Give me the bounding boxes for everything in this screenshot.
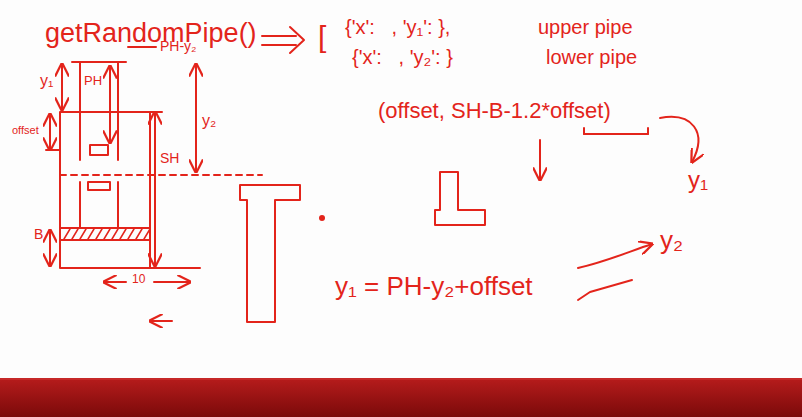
handwritten-label: y₁ = PH-y₂+offset — [335, 272, 533, 302]
hatch-line — [72, 229, 78, 239]
footer-edge — [0, 378, 802, 380]
implies-arrow — [290, 27, 304, 53]
hatch-line — [136, 229, 142, 239]
handwritten-label: {'x': , 'y₂': } — [352, 46, 453, 69]
handwritten-label: {'x': , 'y₁': }, — [345, 16, 450, 39]
lower-pipe-wall — [117, 182, 119, 228]
dimension-arrow — [109, 66, 111, 143]
footer-band — [0, 378, 802, 417]
dimension-arrow — [49, 114, 51, 150]
handwritten-label: PH — [84, 74, 102, 89]
handwritten-label: y₂ — [660, 226, 683, 256]
upper-pipe-wall — [79, 62, 81, 160]
lower-pipe-wall — [79, 182, 81, 228]
handwritten-label: (offset, SH-B-1.2*offset) — [378, 98, 611, 123]
dimension-arrow — [154, 112, 156, 266]
base-band — [60, 228, 150, 240]
implies-arrow — [262, 35, 296, 37]
tick — [150, 111, 162, 113]
dimension-arrow — [195, 64, 197, 172]
tick — [46, 149, 60, 151]
hatch-line — [112, 229, 118, 239]
dashed-line — [60, 174, 262, 176]
bottom-line — [150, 267, 200, 269]
handwritten-label: lower pipe — [546, 46, 637, 69]
pipe-cap — [88, 182, 110, 190]
hatch-line — [144, 229, 150, 239]
pointer-arrow — [660, 117, 698, 162]
hatch-line — [128, 229, 134, 239]
lower-pipe-shape — [435, 172, 485, 225]
handwritten-label: [ — [318, 20, 326, 55]
handwritten-label: PH-y₂ — [160, 38, 197, 54]
dimension-arrow — [49, 230, 51, 266]
pointer-arrow — [578, 244, 652, 268]
handwritten-label: y₂ — [202, 112, 216, 130]
screen-outline — [60, 112, 150, 268]
hatch-line — [88, 229, 94, 239]
move-arrow — [150, 320, 172, 322]
dimension-arrow — [154, 281, 190, 283]
upper-pipe-shape — [240, 185, 300, 322]
pointer-arrow — [539, 140, 541, 180]
dimension-arrow — [61, 64, 63, 110]
handwritten-label: SH — [160, 150, 179, 166]
ink-dot — [319, 215, 325, 221]
handwritten-label: B — [34, 226, 43, 242]
hatch-line — [104, 229, 110, 239]
pipe-cap — [90, 145, 108, 155]
underline — [584, 133, 648, 135]
dimension-arrow — [104, 281, 126, 283]
handwritten-label: 10 — [132, 273, 145, 287]
hatch-line — [64, 229, 70, 239]
hatch-line — [96, 229, 102, 239]
handwritten-label: y₁ — [688, 166, 708, 194]
handwritten-label: upper pipe — [538, 16, 633, 39]
hatching — [64, 229, 150, 239]
hatch-line — [120, 229, 126, 239]
handwritten-label: y₁ — [40, 72, 53, 90]
handwritten-label: offset — [12, 124, 39, 137]
underline — [583, 128, 585, 134]
hatch-line — [80, 229, 86, 239]
implies-arrow — [262, 44, 296, 46]
check-mark — [578, 280, 632, 300]
upper-pipe-wall — [117, 62, 119, 160]
underline — [647, 128, 649, 134]
handwritten-label: getRandomPipe() — [45, 18, 257, 49]
